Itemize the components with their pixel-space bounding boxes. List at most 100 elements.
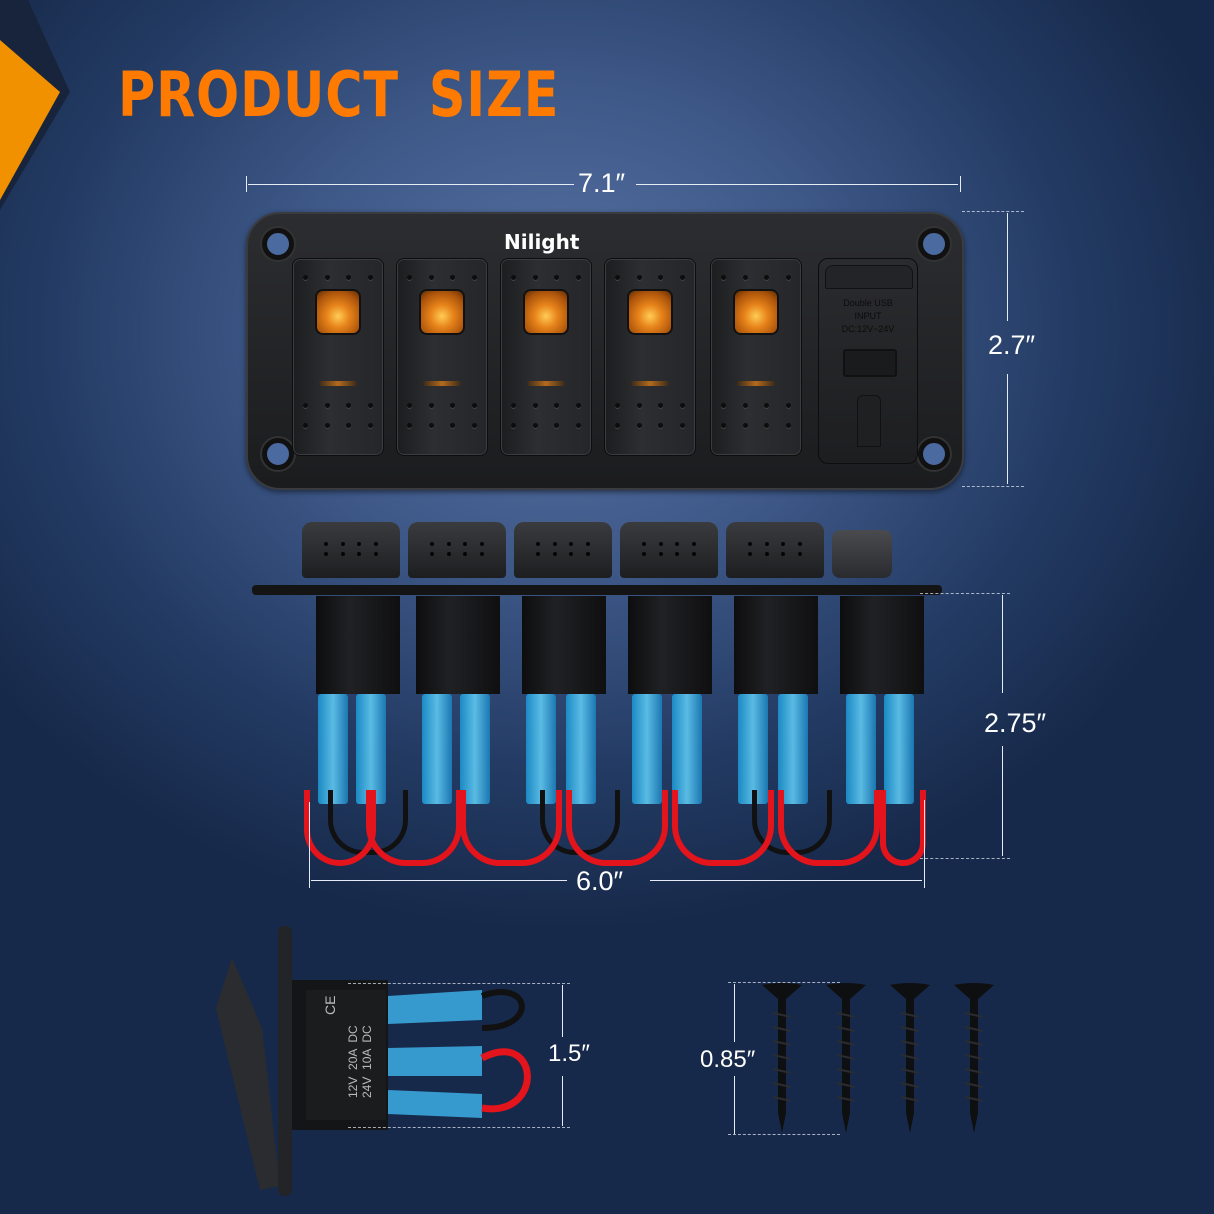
wire-red xyxy=(460,790,562,866)
switch-body xyxy=(522,596,606,694)
dim-line xyxy=(1002,746,1003,856)
mount-hole xyxy=(262,438,294,470)
terminal xyxy=(738,694,768,804)
terminal xyxy=(460,694,490,804)
usb-display xyxy=(843,349,897,377)
lamp-icon xyxy=(421,291,463,333)
terminal xyxy=(632,694,662,804)
dim-line xyxy=(1007,213,1008,321)
rocker-cap-side xyxy=(620,522,718,578)
mounting-plate xyxy=(252,585,942,595)
rating-line: 12V 20A DC xyxy=(346,1025,360,1098)
lamp-icon xyxy=(525,291,567,333)
screw-length-label: 0.85″ xyxy=(700,1046,756,1073)
dim-guide xyxy=(348,1127,570,1128)
usb-text-line: Double USB xyxy=(843,298,893,308)
dot-row xyxy=(407,275,477,281)
switch-body xyxy=(316,596,400,694)
corner-decoration xyxy=(0,0,70,210)
usb-text-line: INPUT xyxy=(854,311,882,321)
dot-row xyxy=(721,423,791,429)
rating-line: 24V 10A DC xyxy=(360,1025,374,1098)
dim-guide xyxy=(920,858,1010,859)
switch-body xyxy=(734,596,818,694)
lamp-icon xyxy=(629,291,671,333)
dot-row xyxy=(511,275,581,281)
rocker-cap-side xyxy=(514,522,612,578)
brand-logo: Nilight xyxy=(504,230,580,254)
rocker-switch-2[interactable] xyxy=(396,258,488,456)
dim-tick xyxy=(246,176,247,192)
single-switch-side-view xyxy=(216,926,531,1196)
rocker-switch-3[interactable] xyxy=(500,258,592,456)
dot-row xyxy=(303,403,373,409)
dim-guide xyxy=(348,983,570,984)
dim-line xyxy=(248,184,574,185)
dim-guide xyxy=(309,802,310,888)
dot-row xyxy=(407,403,477,409)
terminal xyxy=(778,694,808,804)
rocker-switch-1[interactable] xyxy=(292,258,384,456)
usb-charger-module[interactable]: Double USB INPUT DC:12V~24V xyxy=(818,258,918,464)
indicator-slot xyxy=(527,381,565,386)
dim-line xyxy=(650,880,922,881)
panel-width-label: 7.1″ xyxy=(578,168,626,198)
terminal xyxy=(672,694,702,804)
dot-row xyxy=(721,275,791,281)
switch-body xyxy=(628,596,712,694)
dim-line xyxy=(311,880,567,881)
terminal xyxy=(422,694,452,804)
lamp-icon xyxy=(735,291,777,333)
indicator-slot xyxy=(319,381,357,386)
wired-width-label: 6.0″ xyxy=(576,866,624,896)
indicator-slot xyxy=(631,381,669,386)
terminal xyxy=(526,694,556,804)
dim-line xyxy=(734,984,735,1042)
rocker-cap-side xyxy=(726,522,824,578)
rocker-switch-4[interactable] xyxy=(604,258,696,456)
dim-guide xyxy=(924,800,925,888)
dot-row xyxy=(721,403,791,409)
wire-red xyxy=(672,790,774,866)
dim-line xyxy=(636,184,958,185)
dim-line xyxy=(1002,595,1003,693)
dot-row xyxy=(615,403,685,409)
screw xyxy=(890,983,930,1133)
rocker-switch-5[interactable] xyxy=(710,258,802,456)
mount-hole xyxy=(918,228,950,260)
mount-hole xyxy=(918,438,950,470)
dim-guide xyxy=(962,486,1024,487)
lamp-icon xyxy=(317,291,359,333)
dot-row xyxy=(303,275,373,281)
dim-guide xyxy=(728,982,840,983)
usb-text-line: DC:12V~24V xyxy=(841,324,895,334)
dot-row xyxy=(511,403,581,409)
rocker-cap-side xyxy=(408,522,506,578)
screw xyxy=(762,983,802,1133)
terminal xyxy=(846,694,876,804)
wire-red xyxy=(566,790,668,866)
dot-row xyxy=(511,423,581,429)
dim-guide xyxy=(920,593,1010,594)
dim-guide xyxy=(962,211,1024,212)
indicator-slot xyxy=(423,381,461,386)
wire-red xyxy=(880,790,926,866)
usb-cap-side xyxy=(832,530,892,578)
dim-line xyxy=(562,985,563,1037)
terminal xyxy=(566,694,596,804)
screw xyxy=(826,983,866,1133)
indicator-slot xyxy=(737,381,775,386)
dot-row xyxy=(615,423,685,429)
wire-red xyxy=(778,790,880,866)
rocker-cap-side xyxy=(302,522,400,578)
switch-depth-label: 1.5″ xyxy=(548,1040,590,1067)
panel-height-label: 2.7″ xyxy=(988,330,1036,360)
switch-panel: Nilight Double USB INPUT xyxy=(246,212,964,490)
dim-line xyxy=(1007,374,1008,484)
wire-red xyxy=(366,790,462,866)
dot-row xyxy=(615,275,685,281)
usb-cap-top xyxy=(825,265,913,289)
dim-line xyxy=(734,1076,735,1134)
terminal xyxy=(884,694,914,804)
dim-tick xyxy=(960,176,961,192)
